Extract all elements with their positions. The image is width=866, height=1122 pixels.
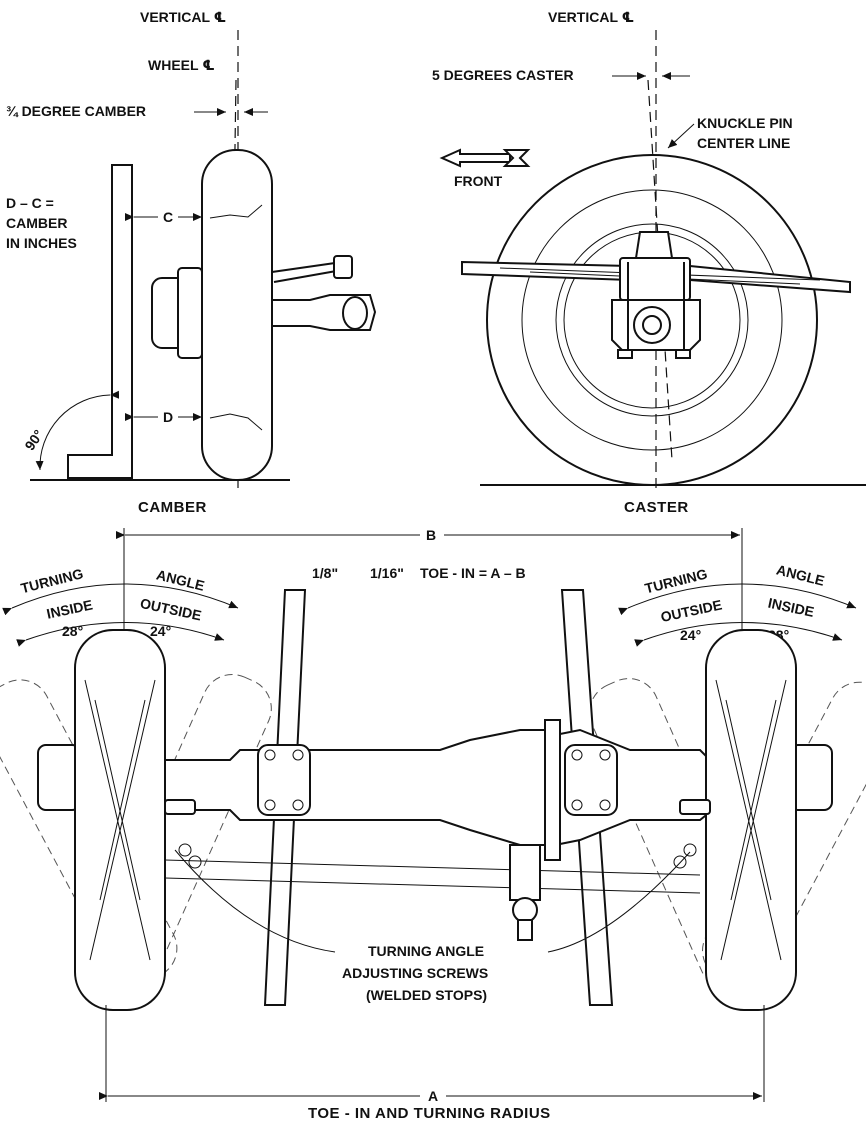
front-arrow-icon xyxy=(439,148,531,168)
right-angle-label: ANGLE xyxy=(775,561,826,588)
right-inside-label: INSIDE xyxy=(767,595,816,620)
screws-label-line3: (WELDED STOPS) xyxy=(366,987,487,1003)
caster-degree-label: 5 DEGREES CASTER xyxy=(432,67,574,83)
camber-formula-line1: D – C = xyxy=(6,195,54,211)
caster-knuckle-line1: KNUCKLE PIN xyxy=(697,115,793,131)
camber-formula-line3: IN INCHES xyxy=(6,235,77,251)
caster-knuckle-line2: CENTER LINE xyxy=(697,135,790,151)
caster-caption: CASTER xyxy=(624,499,689,516)
caster-front-label: FRONT xyxy=(454,173,503,189)
left-outside-label: OUTSIDE xyxy=(139,595,203,624)
left-outside-degree: 24° xyxy=(150,623,171,639)
caster-spring-seat xyxy=(611,231,701,359)
camber-caption: CAMBER xyxy=(138,499,207,516)
camber-degree-label: ¾ DEGREE CAMBER xyxy=(6,103,146,119)
camber-d-label: D xyxy=(163,409,173,425)
toe-in-a-label: A xyxy=(428,1088,438,1104)
left-adjusting-screw xyxy=(164,799,202,869)
toe-in-caption: TOE - IN AND TURNING RADIUS xyxy=(308,1105,551,1122)
screws-label-line2: ADJUSTING SCREWS xyxy=(342,965,488,981)
axle-housing xyxy=(159,719,711,941)
left-inside-degree: 28° xyxy=(62,623,83,639)
screws-label-line1: TURNING ANGLE xyxy=(368,943,484,959)
right-adjusting-screw xyxy=(673,799,711,869)
toe-in-view: B 1/8" 1/16" TOE - IN = A – B TURNING AN… xyxy=(0,527,866,1122)
right-tire xyxy=(705,629,797,1011)
left-inside-label: INSIDE xyxy=(45,596,94,621)
camber-c-label: C xyxy=(163,209,173,225)
toe-in-formula: TOE - IN = A – B xyxy=(420,565,526,581)
caster-vertical-label: VERTICAL ℄ xyxy=(548,9,634,25)
caster-view: VERTICAL ℄ 5 DEGREES CASTER KNUCKLE PIN … xyxy=(432,9,866,516)
right-outside-degree: 24° xyxy=(680,627,701,643)
camber-vertical-label: VERTICAL ℄ xyxy=(140,9,226,25)
left-turning-label: TURNING xyxy=(19,565,85,596)
toe-in-b-label: B xyxy=(426,527,436,543)
toe-in-value-eighth: 1/8" xyxy=(312,565,338,581)
toe-in-value-sixteenth: 1/16" xyxy=(370,565,404,581)
camber-tire xyxy=(201,149,273,481)
right-outside-label: OUTSIDE xyxy=(659,596,723,625)
camber-right-angle-label: 90° xyxy=(21,427,46,454)
camber-square-gauge xyxy=(67,164,133,479)
left-tire xyxy=(74,629,166,1011)
u-bolt-plates xyxy=(257,744,618,816)
left-hub-cap xyxy=(37,744,81,811)
camber-formula-line2: CAMBER xyxy=(6,215,67,231)
camber-wheel-label: WHEEL ℄ xyxy=(148,57,215,73)
camber-view: VERTICAL ℄ WHEEL ℄ ¾ DEGREE CAMBER D – C… xyxy=(6,9,377,516)
